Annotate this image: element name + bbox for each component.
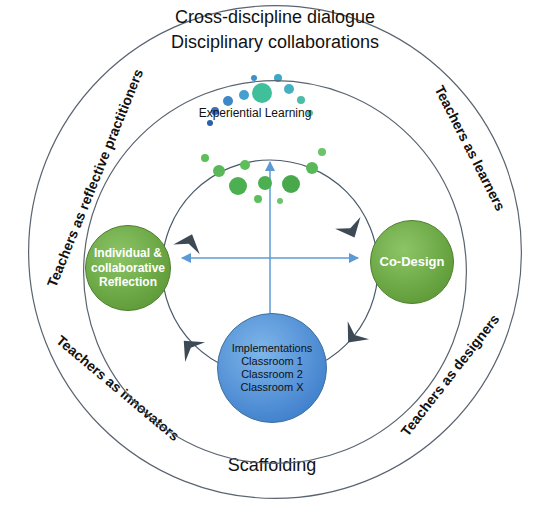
role-label: Teachers as designers xyxy=(398,311,503,439)
bubble xyxy=(277,198,283,204)
stage-circle-circle xyxy=(371,221,454,304)
node-text: Co-Design xyxy=(372,254,452,270)
ring-heading: Scaffolding xyxy=(228,455,317,476)
cross-arrow xyxy=(182,257,358,259)
cycle-circle xyxy=(162,160,378,376)
cycle-chevron xyxy=(337,321,369,351)
inner-circle-circle xyxy=(84,81,467,464)
bubble xyxy=(252,83,272,103)
bubble xyxy=(207,120,213,126)
bubble xyxy=(229,177,247,195)
node-text-area: ImplementationsClassroom 1Classroom 2Cla… xyxy=(217,313,327,423)
node-text-area: Co-Design xyxy=(370,220,454,304)
node-text-area: Individual & collaborative Reflection xyxy=(85,225,171,311)
inner-circle: Experiential LearningIndividual & collab… xyxy=(83,80,467,464)
bubble xyxy=(254,195,262,203)
outer-ring-circle xyxy=(29,6,522,499)
stage-circle: Co-Design xyxy=(370,220,454,304)
bubble xyxy=(258,176,272,190)
node-text: Classroom 1 xyxy=(222,355,322,368)
bubble xyxy=(306,162,318,174)
bubble xyxy=(239,90,249,100)
node-text: Implementations xyxy=(222,342,322,355)
stage-circle-circle xyxy=(218,314,327,423)
bubble xyxy=(297,96,305,104)
bubble xyxy=(223,96,233,106)
stage-circle: ImplementationsClassroom 1Classroom 2Cla… xyxy=(217,313,327,423)
bubble xyxy=(282,175,300,193)
node-text: Individual & collaborative Reflection xyxy=(88,246,168,289)
node-text: Classroom X xyxy=(222,381,322,394)
stage-label: Experiential Learning xyxy=(199,106,312,120)
bubble xyxy=(201,154,209,162)
ring-heading: Disciplinary collaborations xyxy=(171,32,379,53)
cycle-chevron xyxy=(173,230,205,255)
bubble xyxy=(251,75,257,81)
cycle-chevron xyxy=(335,217,367,243)
ring-heading: Cross-discipline dialogue xyxy=(175,7,375,28)
bubble xyxy=(213,165,225,177)
stage-circle-circle xyxy=(86,226,171,311)
outer-ring: Cross-discipline dialogueDisciplinary co… xyxy=(28,5,522,499)
bubble xyxy=(318,148,326,156)
stage-circle: Individual & collaborative Reflection xyxy=(85,225,171,311)
cycle-chevron xyxy=(174,331,205,362)
bubble xyxy=(284,84,294,94)
bubble xyxy=(240,160,250,170)
node-text: Classroom 2 xyxy=(222,368,322,381)
